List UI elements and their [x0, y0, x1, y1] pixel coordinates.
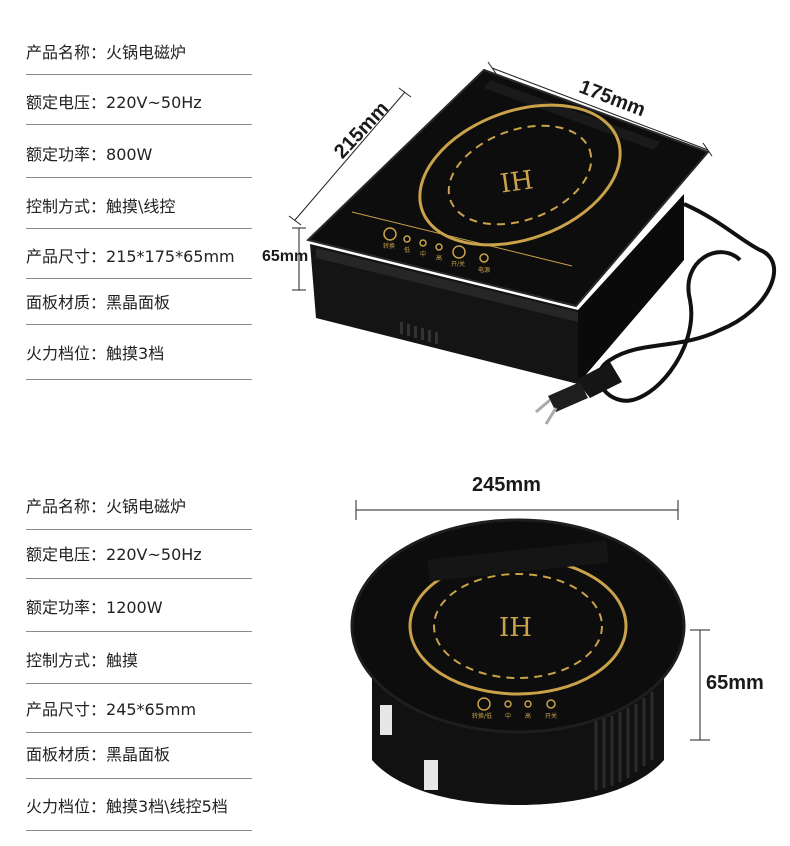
dimension-lines	[288, 61, 713, 291]
round-heating-ring-inner	[433, 573, 603, 679]
power-toggle-button[interactable]	[546, 699, 556, 709]
spec-value: 黑晶面板	[106, 745, 171, 764]
dimension-lines-2	[355, 500, 710, 741]
spec-value: 火锅电磁炉	[106, 43, 187, 62]
spec-value: 触摸3档	[106, 344, 165, 363]
spec-value: 黑晶面板	[106, 293, 171, 312]
button-label: 中	[420, 250, 426, 258]
spec-label: 火力档位：	[26, 797, 107, 816]
spec-label: 产品名称：	[26, 43, 107, 62]
switch-button[interactable]	[383, 227, 397, 241]
power-toggle-button[interactable]	[452, 245, 466, 259]
spec-value: 215*175*65mm	[106, 247, 235, 266]
spec-label: 额定功率：	[26, 145, 107, 164]
spec-value: 1200W	[106, 598, 163, 617]
spec-row-size: 产品尺寸：245*65mm	[26, 699, 252, 733]
plug-head	[548, 382, 588, 412]
spec-row-material: 面板材质：黑晶面板	[26, 292, 252, 325]
base-notch	[424, 760, 438, 790]
high-button[interactable]	[435, 243, 443, 251]
control-divider	[351, 211, 573, 267]
spec-value: 触摸\线控	[106, 197, 176, 216]
cooker-front-side	[310, 244, 578, 384]
cooker-front-lip	[316, 248, 578, 322]
spec-value: 火锅电磁炉	[106, 497, 187, 516]
button-label: 高	[436, 254, 442, 262]
spec-row-heat-levels: 火力档位：触摸3档\线控5档	[26, 796, 252, 831]
base-notch	[380, 705, 392, 735]
spec-label: 火力档位：	[26, 344, 107, 363]
diameter-dimension-label: 245mm	[472, 474, 541, 496]
height-dimension-label-2: 65mm	[706, 672, 764, 694]
spec-row-material: 面板材质：黑晶面板	[26, 744, 252, 779]
button-label: 低	[404, 246, 410, 254]
spec-value: 800W	[106, 145, 153, 164]
mid-button[interactable]	[504, 700, 512, 708]
round-base-fins	[594, 692, 654, 790]
button-label: 中	[505, 712, 511, 720]
spec-row-power: 额定功率：800W	[26, 144, 252, 178]
mid-button[interactable]	[419, 239, 427, 247]
spec-value: 触摸	[106, 651, 139, 670]
power-button[interactable]	[479, 253, 489, 263]
spec-row-control: 控制方式：触摸	[26, 650, 252, 684]
spec-row-name: 产品名称：火锅电磁炉	[26, 496, 252, 530]
plug-body	[576, 362, 622, 398]
spec-row-heat-levels: 火力档位：触摸3档	[26, 343, 252, 380]
button-label: 电源	[478, 266, 490, 274]
spec-label: 控制方式：	[26, 197, 107, 216]
spec-label: 产品名称：	[26, 497, 107, 516]
plug-prong	[544, 407, 558, 425]
spec-value: 触摸3档\线控5档	[106, 797, 228, 816]
spec-value: 220V~50Hz	[106, 93, 202, 112]
low-button[interactable]	[403, 235, 411, 243]
button-label: 开/关	[451, 260, 465, 268]
spec-row-power: 额定功率：1200W	[26, 597, 252, 632]
spec-label: 面板材质：	[26, 293, 107, 312]
vent-slots	[400, 322, 438, 344]
cooker-right-side	[578, 194, 684, 384]
spec-label: 面板材质：	[26, 745, 107, 764]
button-label: 转换	[383, 242, 395, 250]
spec-row-name: 产品名称：火锅电磁炉	[26, 42, 252, 75]
button-label: 开关	[545, 712, 557, 720]
spec-label: 产品尺寸：	[26, 247, 107, 266]
heating-ring-outer	[418, 103, 622, 247]
round-warning-strip	[427, 540, 609, 582]
spec-row-control: 控制方式：触摸\线控	[26, 196, 252, 229]
spec-row-voltage: 额定电压：220V~50Hz	[26, 92, 252, 125]
ih-logo: IH	[498, 165, 535, 199]
heating-ring-inner	[447, 124, 593, 226]
spec-row-size: 产品尺寸：215*175*65mm	[26, 246, 252, 279]
high-button[interactable]	[524, 700, 532, 708]
spec-label: 额定电压：	[26, 93, 107, 112]
spec-label: 额定电压：	[26, 545, 107, 564]
spec-value: 220V~50Hz	[106, 545, 202, 564]
switch-low-button[interactable]	[477, 697, 491, 711]
power-cord	[597, 202, 777, 403]
spec-label: 产品尺寸：	[26, 700, 107, 719]
spec-label: 控制方式：	[26, 651, 107, 670]
plug-prong	[535, 398, 551, 414]
button-label: 转换/低	[472, 712, 492, 720]
ih-logo: IH	[499, 613, 532, 643]
spec-label: 额定功率：	[26, 598, 107, 617]
spec-value: 245*65mm	[106, 700, 197, 719]
spec-row-voltage: 额定电压：220V~50Hz	[26, 544, 252, 579]
height-dimension-label: 65mm	[262, 248, 309, 265]
button-label: 高	[525, 712, 531, 720]
